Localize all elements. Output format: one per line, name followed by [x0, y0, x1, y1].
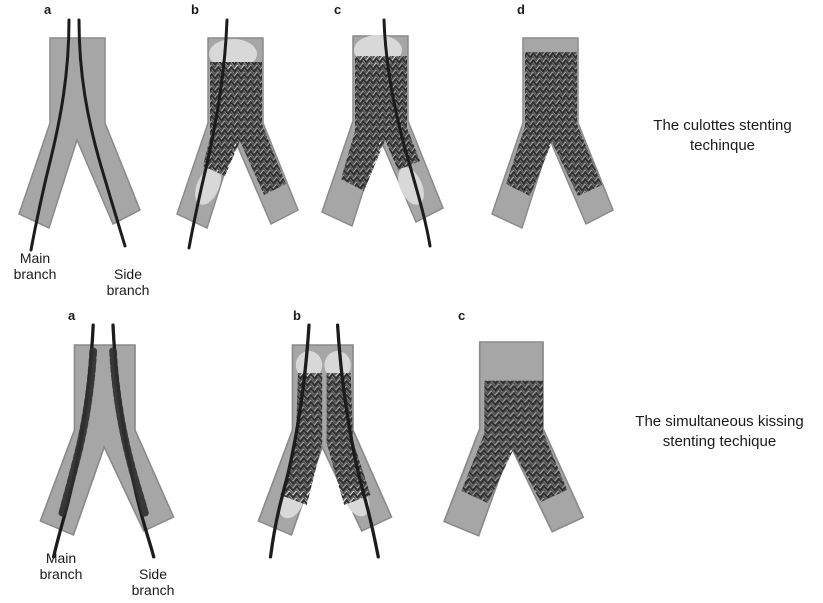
vessel-bifurcation [18, 37, 141, 229]
panel-bottom-a [39, 323, 175, 559]
stent-mesh-main-overlay [280, 373, 323, 505]
stent-mesh-overlay [461, 380, 568, 504]
panel-label-top-a: a [44, 2, 52, 17]
guidewire-main-branch [268, 323, 311, 559]
panel-bottom-c [443, 341, 585, 537]
guidewire-side-branch [382, 18, 432, 248]
side-branch-label-bottom: Side branch [131, 566, 175, 599]
guidewire-main-branch [187, 18, 229, 250]
stent-mesh-side-overlay [326, 373, 371, 505]
stent-mesh-overlay [341, 56, 420, 191]
panel-label-bottom-c: c [458, 308, 466, 323]
stent-mesh-overlay [203, 62, 286, 195]
panel-label-top-b: b [191, 2, 199, 17]
caption-culottes: The culottes stenting techinque [653, 117, 792, 154]
main-branch-label-top: Main branch [13, 250, 57, 283]
panel-label-top-d: d [517, 2, 525, 17]
balloon-main-branch [195, 167, 221, 205]
guidewire-main-branch [29, 18, 71, 252]
panel-bottom-b [257, 323, 393, 559]
balloon-proximal [209, 39, 257, 69]
panel-label-bottom-b: b [293, 308, 301, 323]
stent-mesh-overlay [506, 52, 602, 196]
panel-top-a [18, 18, 141, 252]
guidewire-side-branch [77, 18, 127, 248]
main-branch-label-bottom: Main branch [39, 550, 83, 583]
undeployed-stent-side [109, 347, 149, 517]
balloon-proximal-side [324, 351, 351, 379]
panel-label-top-c: c [334, 2, 342, 17]
caption-kissing: The simultaneous kissing stenting techiq… [635, 413, 804, 450]
vessel-bifurcation [39, 344, 175, 536]
balloon-proximal-main [295, 351, 323, 379]
side-branch-label-top: Side branch [106, 266, 150, 299]
panel-top-c [321, 18, 444, 248]
panel-top-d [491, 37, 614, 229]
guidewire-side-branch [335, 323, 380, 559]
undeployed-stent-main [58, 347, 98, 517]
panel-top-b [176, 18, 299, 250]
panel-label-bottom-a: a [68, 308, 76, 323]
